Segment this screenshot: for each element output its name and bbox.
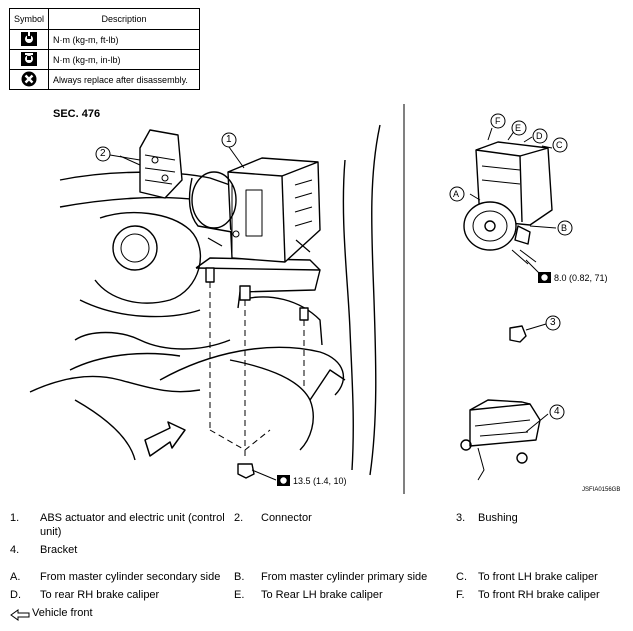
legend-text-c: To front LH brake caliper (478, 571, 598, 583)
symbol-desc-3: Always replace after disassembly. (48, 69, 201, 90)
callout-e: E (515, 123, 522, 133)
callout-d: D (536, 131, 543, 141)
legend-letter-d: D. (10, 589, 21, 601)
callout-f: F (495, 116, 501, 126)
legend-text-1-cont: unit) (40, 526, 62, 538)
callout-3: 3 (550, 317, 556, 328)
torque-value-bracket: 13.5 (1.4, 10) (293, 476, 347, 486)
image-code: JSFIA0156GB (582, 487, 621, 493)
vehicle-front-label: Vehicle front (32, 607, 93, 619)
legend-letter-e: E. (234, 589, 245, 601)
callout-c: C (556, 140, 563, 150)
legend-num-2: 2. (234, 512, 244, 524)
legend-text-2: Connector (261, 512, 312, 524)
symbol-table: Symbol Description N·m (kg-m, ft-lb) N·m… (8, 8, 201, 90)
callout-b: B (561, 223, 568, 233)
torque-wrench-icon (538, 272, 551, 283)
legend-num-3: 3. (456, 512, 466, 524)
callout-2: 2 (100, 148, 106, 159)
legend-text-f: To front RH brake caliper (478, 589, 600, 601)
legend-num-1: 1. (10, 512, 20, 524)
torque-wrench-small-icon (8, 49, 50, 70)
callout-4: 4 (554, 406, 560, 417)
legend-text-e: To Rear LH brake caliper (261, 589, 383, 601)
torque-wrench-icon (277, 475, 290, 486)
section-label: SEC. 476 (53, 108, 101, 120)
legend-letter-a: A. (10, 571, 21, 583)
legend-letter-f: F. (456, 589, 465, 601)
always-replace-icon (8, 69, 50, 90)
legend-text-1: ABS actuator and electric unit (control (40, 512, 225, 524)
torque-wrench-icon (8, 29, 50, 50)
legend-text-a: From master cylinder secondary side (40, 571, 221, 583)
legend-letter-c: C. (456, 571, 467, 583)
legend-text-3: Bushing (478, 512, 518, 524)
abs-actuator-diagram (29, 104, 573, 494)
callout-1: 1 (226, 134, 232, 145)
legend-text-d: To rear RH brake caliper (40, 589, 160, 601)
legend-text-b: From master cylinder primary side (261, 571, 428, 583)
legend-letter-b: B. (234, 571, 245, 583)
callout-a: A (453, 189, 460, 199)
vehicle-front-arrow-icon (10, 609, 30, 621)
torque-value-actuator: 8.0 (0.82, 71) (554, 273, 608, 283)
legend-num-4: 4. (10, 544, 20, 556)
legend-text-4: Bracket (40, 544, 78, 556)
